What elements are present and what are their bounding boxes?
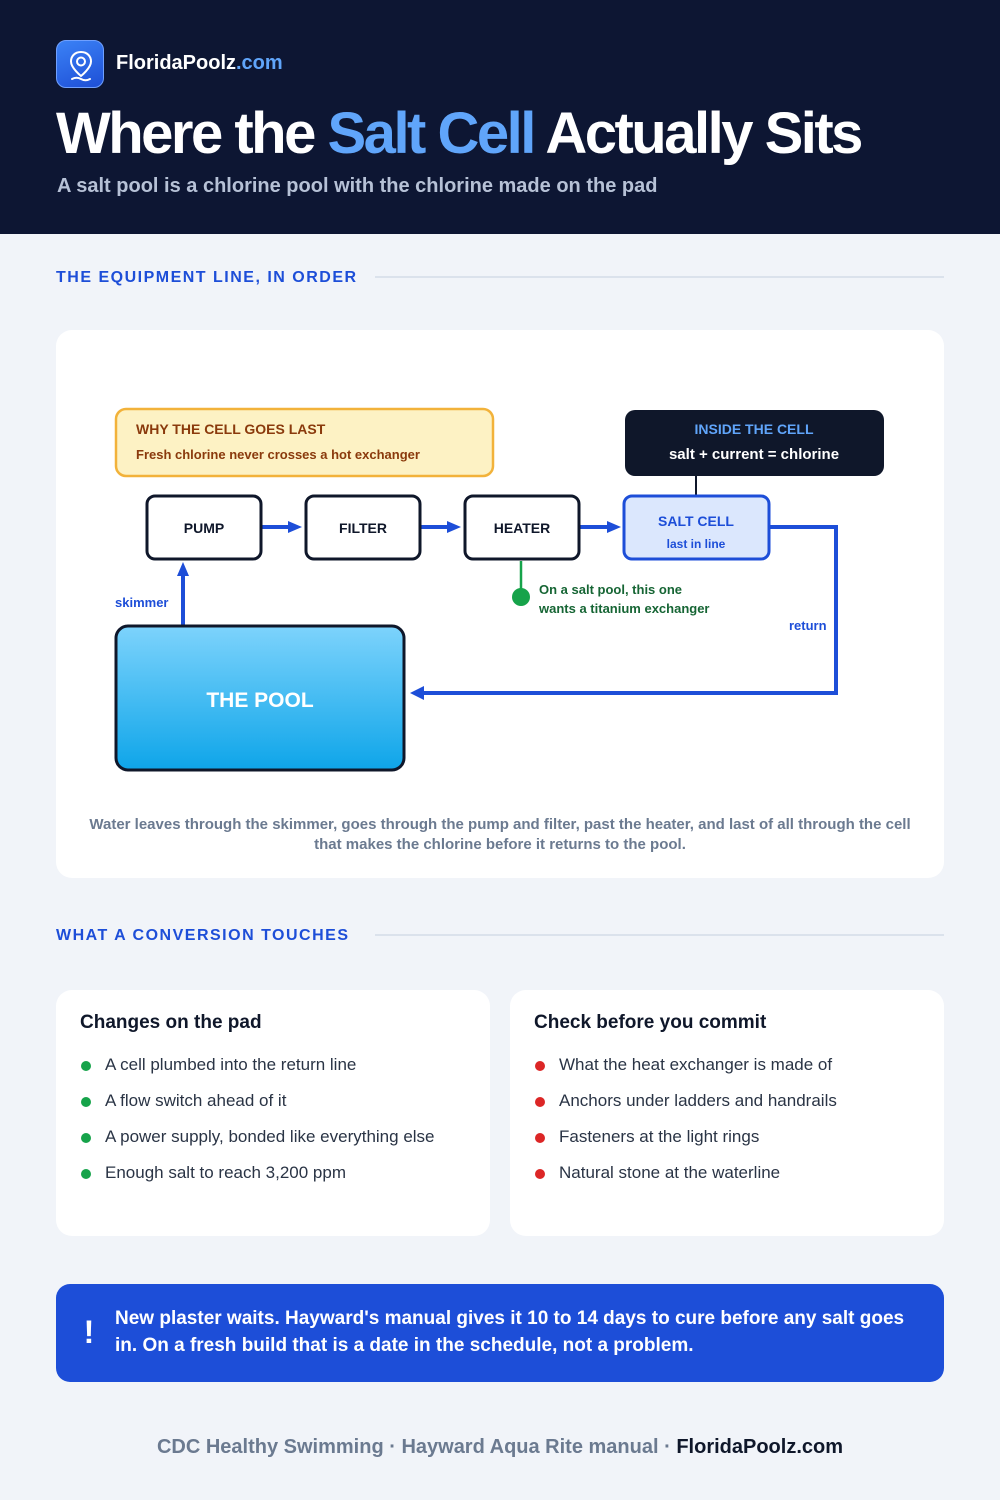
list-item: A flow switch ahead of it bbox=[80, 1090, 470, 1112]
why-cell-last-callout: WHY THE CELL GOES LAST Fresh chlorine ne… bbox=[114, 407, 495, 478]
red-dot-icon bbox=[535, 1061, 545, 1071]
why-title: WHY THE CELL GOES LAST bbox=[136, 421, 326, 437]
list-item: A power supply, bonded like everything e… bbox=[80, 1126, 470, 1148]
pump-box: PUMP bbox=[145, 494, 263, 561]
checks-list: What the heat exchanger is made of Ancho… bbox=[534, 1054, 924, 1198]
salt-cell-sublabel: last in line bbox=[667, 537, 726, 551]
green-dot-icon bbox=[512, 588, 530, 606]
list-item: A cell plumbed into the return line bbox=[80, 1054, 470, 1076]
brand-name[interactable]: FloridaPoolz.com bbox=[116, 52, 283, 74]
inside-text: salt + current = chlorine bbox=[669, 446, 839, 463]
list-item: Fasteners at the light rings bbox=[534, 1126, 924, 1148]
flow-pipes bbox=[177, 521, 838, 700]
changes-card: Changes on the pad A cell plumbed into t… bbox=[56, 990, 490, 1236]
inside-cell-callout: INSIDE THE CELL salt + current = chlorin… bbox=[625, 410, 884, 495]
salt-cell-box: SALT CELL last in line bbox=[622, 494, 771, 561]
pool-box: THE POOL bbox=[114, 624, 406, 772]
section-label-conversion: WHAT A CONVERSION TOUCHES bbox=[56, 927, 350, 944]
filter-box: FILTER bbox=[304, 494, 422, 561]
pool-label: THE POOL bbox=[206, 689, 314, 712]
pump-label: PUMP bbox=[184, 520, 224, 536]
footer-sources: CDC Healthy Swimming · Hayward Aqua Rite… bbox=[156, 1436, 844, 1458]
green-dot-icon bbox=[81, 1097, 91, 1107]
page-subtitle: A salt pool is a chlorine pool with the … bbox=[57, 175, 658, 197]
page-title: Where the Salt Cell Actually Sits bbox=[56, 101, 863, 166]
changes-title: Changes on the pad bbox=[80, 1012, 262, 1033]
inside-title: INSIDE THE CELL bbox=[694, 421, 813, 437]
green-dot-icon bbox=[81, 1133, 91, 1143]
red-dot-icon bbox=[535, 1169, 545, 1179]
note-lead: New plaster waits. bbox=[115, 1308, 280, 1329]
changes-list: A cell plumbed into the return line A fl… bbox=[80, 1054, 470, 1198]
list-item: What the heat exchanger is made of bbox=[534, 1054, 924, 1076]
filter-label: FILTER bbox=[339, 520, 387, 536]
heater-note-line1: On a salt pool, this one bbox=[539, 582, 682, 597]
heater-label: HEATER bbox=[494, 520, 551, 536]
green-dot-icon bbox=[81, 1169, 91, 1179]
salt-cell-label: SALT CELL bbox=[658, 513, 734, 529]
list-item: Enough salt to reach 3,200 ppm bbox=[80, 1162, 470, 1184]
header-banner: FloridaPoolz.com Where the Salt Cell Act… bbox=[0, 0, 1000, 234]
checks-title: Check before you commit bbox=[534, 1012, 767, 1033]
section-divider bbox=[375, 276, 944, 278]
section-label-equipment: THE EQUIPMENT LINE, IN ORDER bbox=[56, 269, 358, 286]
skimmer-label: skimmer bbox=[115, 595, 168, 610]
pool-pin-icon bbox=[56, 40, 104, 88]
diagram-caption: Water leaves through the skimmer, goes t… bbox=[89, 816, 911, 853]
red-dot-icon bbox=[535, 1133, 545, 1143]
exclamation-icon: ! bbox=[83, 1314, 95, 1350]
title-highlight: Salt Cell bbox=[327, 101, 537, 166]
return-label: return bbox=[789, 618, 827, 633]
heater-note-line2: wants a titanium exchanger bbox=[538, 601, 710, 616]
plaster-note-banner: ! New plaster waits. Hayward's manual gi… bbox=[56, 1284, 944, 1382]
equipment-flow-diagram: WHY THE CELL GOES LAST Fresh chlorine ne… bbox=[114, 407, 884, 772]
brand-tld: .com bbox=[236, 52, 283, 74]
why-text: Fresh chlorine never crosses a hot excha… bbox=[136, 447, 420, 462]
footer-site-link[interactable]: FloridaPoolz.com bbox=[676, 1436, 844, 1458]
heater-note: On a salt pool, this one wants a titaniu… bbox=[512, 561, 710, 616]
checks-card: Check before you commit What the heat ex… bbox=[510, 990, 944, 1236]
note-text: New plaster waits. Hayward's manual give… bbox=[115, 1308, 905, 1356]
green-dot-icon bbox=[81, 1061, 91, 1071]
section-divider bbox=[375, 934, 944, 936]
list-item: Natural stone at the waterline bbox=[534, 1162, 924, 1184]
list-item: Anchors under ladders and handrails bbox=[534, 1090, 924, 1112]
red-dot-icon bbox=[535, 1097, 545, 1107]
heater-box: HEATER bbox=[463, 494, 581, 561]
